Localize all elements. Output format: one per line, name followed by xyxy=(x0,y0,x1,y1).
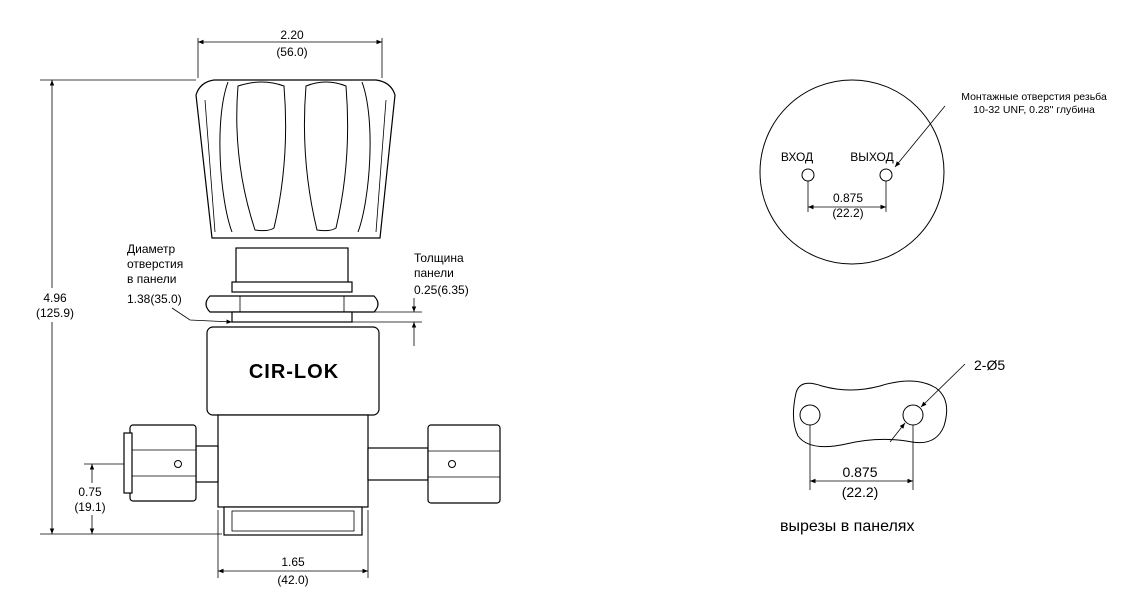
port-height-dimension: 0.75 (19.1) xyxy=(68,463,124,534)
inlet-label: ВХОД xyxy=(781,150,813,164)
panel-hole-label-1: Диаметр xyxy=(127,242,176,256)
overall-width-dimension: 2.20 (56.0) xyxy=(197,28,383,78)
cutout-spacing-in: 0.875 xyxy=(842,464,877,480)
panel-hole-label-3: в панели xyxy=(127,272,177,286)
base-width-dimension: 1.65 (42.0) xyxy=(217,510,369,587)
port-spacing-mm: (22.2) xyxy=(832,206,863,220)
panel-thk-value: 0.25(6.35) xyxy=(414,283,469,297)
cutout-hole-right xyxy=(902,404,924,426)
panel-thk-label-1: Толщина xyxy=(414,251,464,265)
panel-cutout-view: 0.875 (22.2) 2-Ø5 вырезы в панелях xyxy=(780,357,1005,535)
height-mm-text: (125.9) xyxy=(36,306,74,320)
regulator-body: CIR-LOK xyxy=(206,326,380,416)
outlet-label: ВЫХОД xyxy=(850,150,893,164)
base-width-mm: (42.0) xyxy=(277,573,308,587)
inlet-port-hole xyxy=(801,168,815,182)
port-spacing-in: 0.875 xyxy=(833,191,863,205)
panel-hole-value: 1.38(35.0) xyxy=(127,292,182,306)
width-mm-text: (56.0) xyxy=(276,45,307,59)
inlet-fitting xyxy=(123,424,219,502)
mount-note-1: Монтажные отверстия резьба xyxy=(961,91,1107,103)
panel-hole-callout: Диаметр отверстия в панели 1.38(35.0) xyxy=(127,242,233,324)
panel-thickness-callout: Толщина панели 0.25(6.35) xyxy=(352,251,469,346)
bonnet-stem xyxy=(235,247,349,287)
panel-thk-label-2: панели xyxy=(414,266,454,280)
cutout-hole-left xyxy=(799,404,821,426)
cutout-spacing-mm: (22.2) xyxy=(842,484,879,500)
hole-callout: 2-Ø5 xyxy=(974,357,1005,373)
width-in-text: 2.20 xyxy=(280,28,304,42)
panel-nut xyxy=(205,295,379,313)
regulator-front-view: CIR-LOK xyxy=(123,79,501,536)
overall-height-dimension: 4.96 (125.9) xyxy=(30,79,222,535)
port-height-mm: (19.1) xyxy=(74,500,105,514)
cutout-caption: вырезы в панелях xyxy=(780,518,914,535)
height-in-text: 4.96 xyxy=(43,291,67,305)
brand-label: CIR-LOK xyxy=(249,361,339,383)
port-height-in: 0.75 xyxy=(78,485,102,499)
base-block xyxy=(223,506,363,536)
mount-note-2: 10-32 UNF, 0.28" глубина xyxy=(973,104,1095,116)
panel-hole-label-2: отверстия xyxy=(127,257,183,271)
outlet-port-hole xyxy=(879,168,893,182)
lower-body xyxy=(217,414,369,508)
base-width-in: 1.65 xyxy=(281,555,305,569)
adjustment-knob xyxy=(195,79,396,239)
bottom-view-circle: Монтажные отверстия резьба 10-32 UNF, 0.… xyxy=(759,79,1107,265)
outlet-fitting xyxy=(367,424,501,504)
